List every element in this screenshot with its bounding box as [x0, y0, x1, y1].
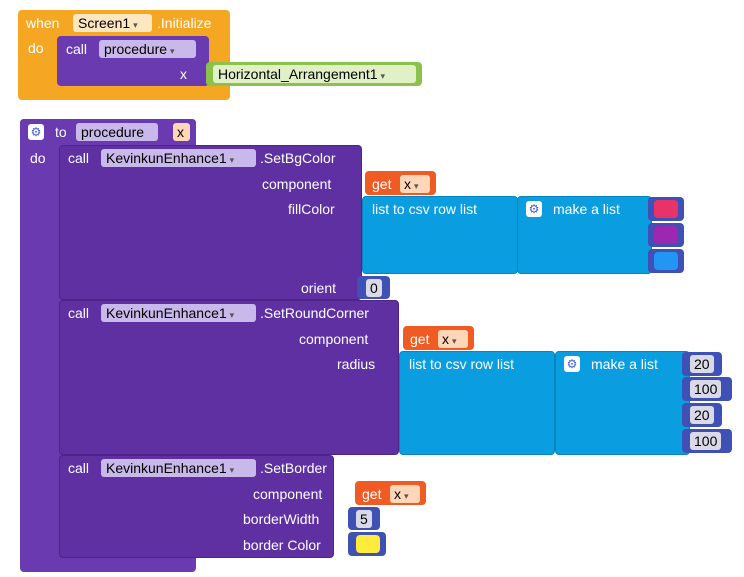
param-x-field[interactable]: x — [173, 123, 190, 141]
kevinkun-component-name: KevinkunEnhance1 — [106, 460, 227, 476]
border-width-value: 5 — [360, 511, 368, 527]
kevinkun-component-dropdown[interactable]: KevinkunEnhance1▾ — [101, 459, 256, 477]
get-label: get — [362, 486, 382, 502]
socket-component-label: component — [299, 331, 369, 347]
get-label: get — [410, 331, 430, 347]
chevron-down-icon: ▾ — [229, 310, 235, 320]
gear-icon[interactable]: ⚙ — [28, 124, 44, 140]
chevron-down-icon: ▾ — [133, 20, 138, 30]
chevron-down-icon: ▾ — [229, 155, 235, 165]
radius-value: 20 — [694, 407, 710, 423]
chevron-down-icon: ▾ — [170, 46, 175, 56]
socket-borderwidth-label: borderWidth — [243, 511, 320, 527]
proc-do-label: do — [30, 150, 46, 166]
socket-radius-label: radius — [337, 356, 376, 372]
kevinkun-component-name: KevinkunEnhance1 — [106, 150, 227, 166]
procedure-def-name: procedure — [81, 124, 145, 140]
proc-to-label: to — [55, 124, 67, 140]
method-setborder-label: .SetBorder — [260, 460, 327, 476]
radius-value-field[interactable]: 20 — [690, 355, 714, 373]
call-label: call — [68, 150, 90, 166]
get-label: get — [372, 176, 392, 192]
make-a-list-block[interactable] — [517, 196, 652, 274]
make-a-list-label: make a list — [591, 356, 658, 372]
kevinkun-component-name: KevinkunEnhance1 — [106, 305, 227, 321]
list-to-csv-row-block[interactable] — [399, 351, 555, 455]
method-setroundcorner-label: .SetRoundCorner — [260, 305, 369, 321]
socket-fillcolor-label: fillColor — [288, 201, 335, 217]
arg-x-label: x — [180, 66, 187, 82]
list-to-csv-row-label: list to csv row list — [372, 201, 478, 217]
make-a-list-label: make a list — [553, 201, 620, 217]
chevron-down-icon: ▾ — [229, 465, 235, 475]
radius-value-field[interactable]: 20 — [690, 406, 714, 424]
get-var-dropdown[interactable]: x▾ — [400, 175, 430, 193]
call-setroundcorner-block[interactable] — [59, 300, 399, 455]
radius-value-field[interactable]: 100 — [690, 432, 722, 450]
param-x-name: x — [177, 124, 184, 140]
radius-value-field[interactable]: 100 — [690, 380, 722, 398]
list-to-csv-row-label: list to csv row list — [409, 356, 515, 372]
procedure-name-field[interactable]: procedure — [76, 123, 158, 141]
get-var-dropdown[interactable]: x▾ — [390, 485, 420, 503]
socket-bordercolor-label: border Color — [243, 537, 321, 553]
chevron-down-icon: ▾ — [452, 336, 457, 346]
color-swatch-pink[interactable] — [654, 200, 678, 218]
chevron-down-icon: ▾ — [414, 181, 419, 191]
call-setbgcolor-block[interactable] — [59, 145, 362, 300]
event-when-label: when — [26, 15, 60, 31]
list-to-csv-row-block[interactable] — [362, 196, 518, 274]
color-swatch-yellow[interactable] — [356, 535, 380, 553]
call-label: call — [68, 305, 90, 321]
horizontal-arrangement-name: Horizontal_Arrangement1 — [218, 66, 378, 82]
get-var-name: x — [394, 486, 401, 502]
color-swatch-blue[interactable] — [654, 252, 678, 270]
call-label: call — [68, 460, 90, 476]
horizontal-arrangement-dropdown[interactable]: Horizontal_Arrangement1▾ — [213, 65, 416, 83]
get-var-dropdown[interactable]: x▾ — [438, 330, 468, 348]
radius-value: 20 — [694, 356, 710, 372]
event-name-label: .Initialize — [157, 15, 212, 31]
event-do-label: do — [28, 40, 44, 56]
radius-value: 100 — [694, 381, 718, 397]
method-setbgcolor-label: .SetBgColor — [260, 150, 336, 166]
color-swatch-purple[interactable] — [654, 226, 678, 244]
socket-component-label: component — [253, 486, 323, 502]
socket-component-label: component — [262, 176, 332, 192]
gear-icon[interactable]: ⚙ — [526, 201, 542, 217]
procedure-name-dropdown[interactable]: procedure▾ — [99, 40, 196, 58]
radius-value: 100 — [694, 433, 718, 449]
border-width-value-field[interactable]: 5 — [356, 510, 372, 528]
socket-orient-label: orient — [301, 280, 337, 296]
get-var-name: x — [442, 331, 449, 347]
call-label: call — [66, 41, 88, 57]
orient-value: 0 — [370, 280, 378, 296]
screen-component-dropdown[interactable]: Screen1▾ — [73, 14, 152, 32]
chevron-down-icon: ▾ — [404, 491, 409, 501]
kevinkun-component-dropdown[interactable]: KevinkunEnhance1▾ — [101, 304, 256, 322]
kevinkun-component-dropdown[interactable]: KevinkunEnhance1▾ — [101, 149, 256, 167]
screen-component-name: Screen1 — [78, 15, 131, 31]
chevron-down-icon: ▾ — [380, 71, 386, 81]
procedure-name: procedure — [104, 41, 168, 57]
get-var-name: x — [404, 176, 411, 192]
gear-icon[interactable]: ⚙ — [564, 356, 580, 372]
orient-value-field[interactable]: 0 — [366, 279, 382, 297]
